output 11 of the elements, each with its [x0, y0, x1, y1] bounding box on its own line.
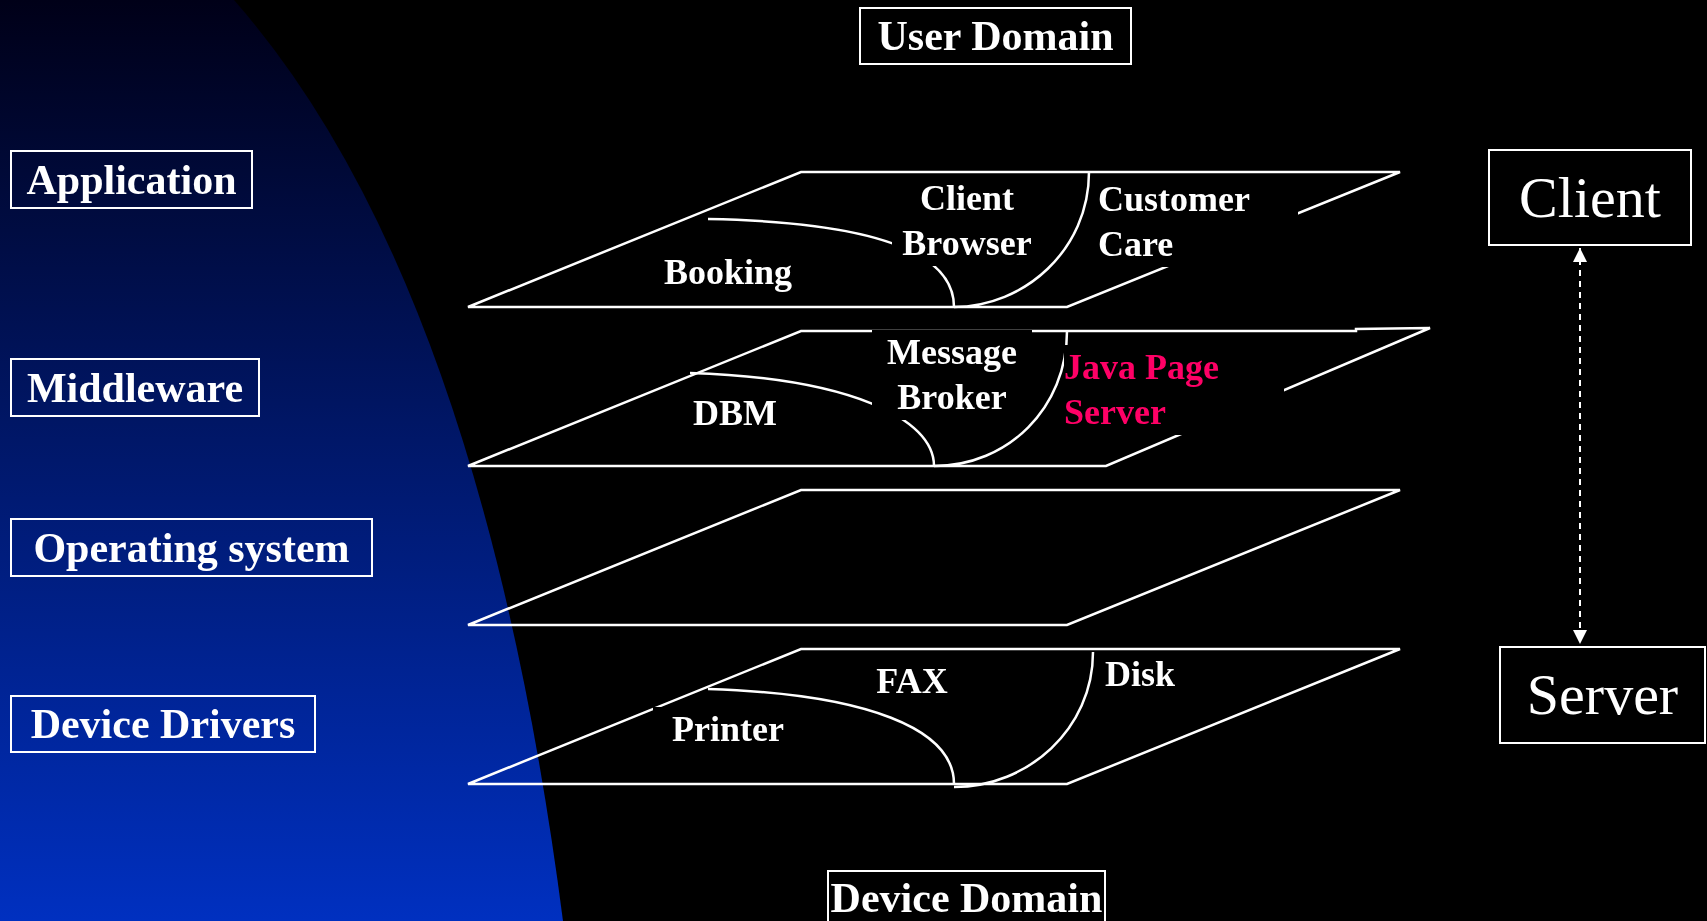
arrow [1573, 247, 1587, 645]
layer-label: Middleware [10, 358, 260, 417]
layer-label: Application [10, 150, 253, 209]
layer-label: Device Domain [827, 870, 1106, 921]
layer-label: Client [1488, 149, 1692, 246]
layer-label: User Domain [859, 7, 1132, 65]
layer-label: Device Drivers [10, 695, 316, 753]
layer-label: Operating system [10, 518, 373, 577]
region-label: Java Page Server [1064, 345, 1284, 435]
region-label: Message Broker [872, 330, 1032, 420]
layer-label: Server [1499, 646, 1706, 744]
